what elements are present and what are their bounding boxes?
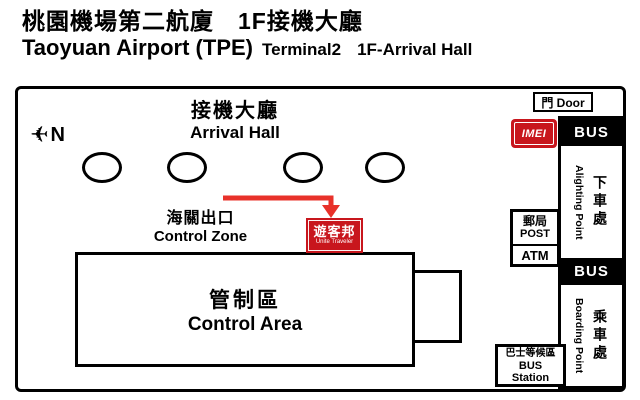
title-hall: 1F-Arrival Hall [357, 40, 473, 59]
page-title-en: Taoyuan Airport (TPE) Terminal2 1F-Arriv… [22, 35, 472, 61]
title-terminal: Terminal2 [262, 40, 342, 59]
control-area-annex [412, 270, 462, 343]
arrival-hall-en: Arrival Hall [190, 123, 280, 142]
boarding-point-cell: Boarding Point 乘車處 [561, 285, 622, 386]
page-title-zh: 桃園機場第二航廈 1F接機大廳 [22, 8, 363, 34]
compass: ✈ N [30, 122, 65, 148]
post-office-zh: 郵局 [522, 214, 547, 228]
boarding-point-zh: 乘車處 [592, 308, 608, 363]
bus-station-box: 巴士等候區 BUS Station [495, 344, 566, 387]
boarding-point-en: Boarding Point [573, 297, 585, 374]
arrival-hall-label: 接機大廳 Arrival Hall [155, 94, 315, 143]
atm-label: ATM [513, 244, 557, 264]
bus-station-zh: 巴士等候區 [505, 347, 556, 359]
control-zone-label: 海關出口 Control Zone [138, 204, 263, 245]
bus-station-en2: Station [511, 371, 550, 384]
control-zone-en: Control Zone [153, 228, 248, 245]
plane-icon: ✈ [30, 122, 49, 147]
bus-station-en1: BUS [518, 359, 543, 372]
arrival-hall-zh: 接機大廳 [191, 100, 279, 122]
control-zone-zh: 海關出口 [166, 210, 235, 227]
traveler-badge-en: Unite Traveler [315, 239, 354, 245]
traveler-badge-zh: 遊客邦 [313, 224, 356, 239]
traveler-badge: 遊客邦 Unite Traveler [306, 218, 363, 253]
pillar-2 [167, 152, 207, 183]
route-arrow-icon [223, 195, 340, 218]
imei-logo: IMEI [511, 119, 557, 148]
control-area-en: Control Area [187, 313, 303, 335]
control-area-zh: 管制區 [209, 288, 281, 312]
pillar-4 [365, 152, 405, 183]
alighting-point-en: Alighting Point [573, 164, 585, 240]
post-atm-box: 郵局 POST ATM [510, 209, 560, 267]
pillar-3 [283, 152, 323, 183]
alighting-point-cell: Alighting Point 下車處 [561, 146, 622, 258]
control-area: 管制區 Control Area [75, 252, 415, 367]
compass-north-label: N [50, 123, 65, 146]
imei-logo-text: IMEI [514, 122, 554, 145]
bus-sign-bottom: BUS [561, 258, 622, 285]
pillar-1 [82, 152, 122, 183]
bus-strip: BUS Alighting Point 下車處 BUS Boarding Poi… [558, 116, 625, 389]
post-office-en: POST [520, 228, 550, 240]
door-label: 門 Door [533, 92, 593, 112]
bus-sign-top: BUS [561, 119, 622, 146]
alighting-point-zh: 下車處 [592, 175, 608, 229]
title-airport-name: Taoyuan Airport (TPE) [22, 35, 253, 60]
